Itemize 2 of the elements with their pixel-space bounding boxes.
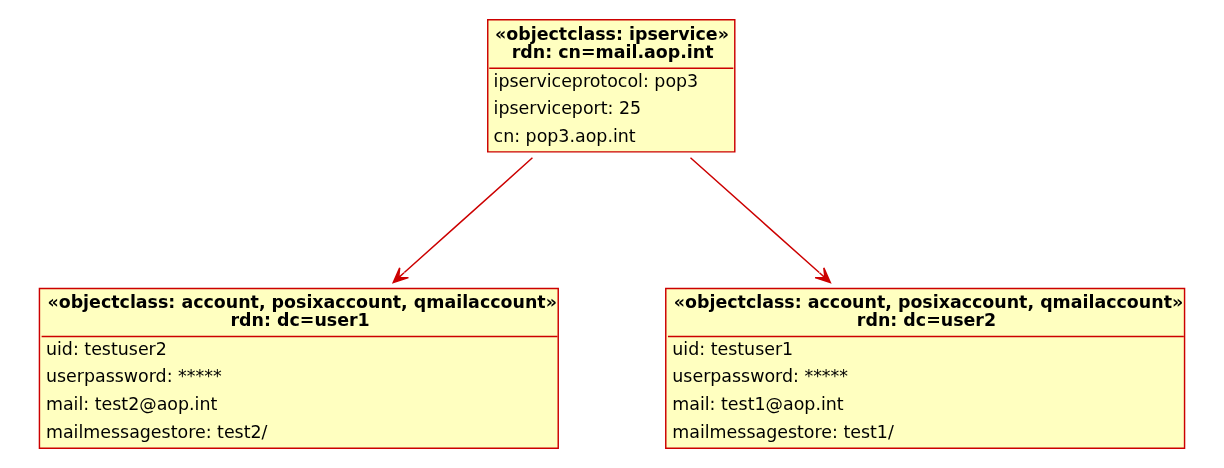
arrow [392,157,534,284]
arrow [689,157,832,284]
